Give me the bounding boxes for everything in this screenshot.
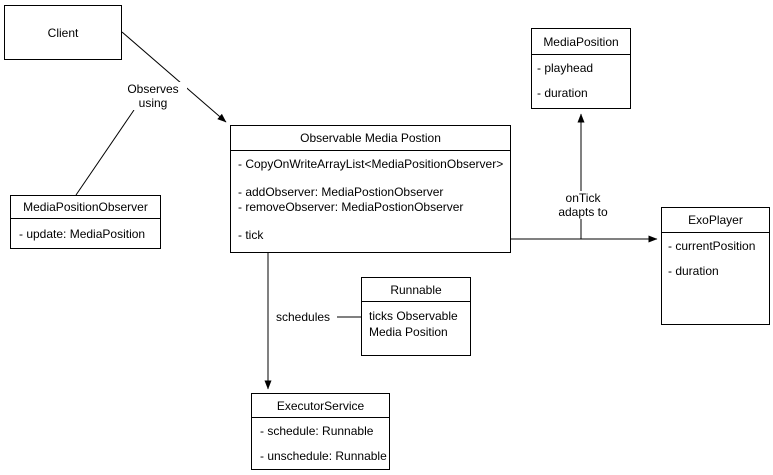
class-attribute-tick: - tick xyxy=(238,228,264,242)
class-box-runnable: Runnable ticks Observable Media Position xyxy=(361,277,471,356)
class-box-executorservice: ExecutorService - schedule: Runnable - u… xyxy=(251,393,390,470)
class-attribute-duration: - duration xyxy=(668,264,719,278)
class-box-client: Client xyxy=(4,5,122,60)
class-attribute-unschedule: - unschedule: Runnable xyxy=(260,449,387,463)
class-title-runnable: Runnable xyxy=(362,278,470,302)
class-attribute-duration: - duration xyxy=(537,86,588,100)
class-attribute-currentposition: - currentPosition xyxy=(668,239,756,253)
class-attribute-copyonwritearraylist: - CopyOnWriteArrayList<MediaPositionObse… xyxy=(238,157,504,171)
edge-label-schedules: schedules xyxy=(274,310,333,324)
class-attribute-removeobserver: - removeObserver: MediaPostionObserver xyxy=(238,200,464,214)
class-body-runnable: ticks Observable Media Position xyxy=(369,309,458,339)
class-attribute-update: - update: MediaPosition xyxy=(19,227,146,241)
class-box-mediaposition: MediaPosition - playhead - duration xyxy=(531,28,631,109)
class-attribute-addobserver: - addObserver: MediaPostionObserver xyxy=(238,185,444,199)
edge-label-ontick-adapts-to: onTick adapts to xyxy=(549,191,617,219)
class-attribute-schedule: - schedule: Runnable xyxy=(260,424,374,438)
class-box-mediapositionobserver: MediaPositionObserver - update: MediaPos… xyxy=(10,195,161,249)
class-title-mediaposition: MediaPosition xyxy=(532,29,630,55)
class-box-observable-media-postion: Observable Media Postion - CopyOnWriteAr… xyxy=(230,125,511,253)
class-title-client: Client xyxy=(47,25,79,40)
class-box-exoplayer: ExoPlayer - currentPosition - duration xyxy=(661,207,770,325)
class-title-mediapositionobserver: MediaPositionObserver xyxy=(11,196,160,219)
arrow-client-to-observable xyxy=(121,31,227,123)
class-title-exoplayer: ExoPlayer xyxy=(662,208,769,233)
line-observes-label-to-mediapositionobserver xyxy=(75,109,135,196)
edge-label-observes-using: Observes using xyxy=(119,82,187,110)
class-attribute-playhead: - playhead xyxy=(537,61,594,75)
class-title-observable-media-postion: Observable Media Postion xyxy=(231,126,510,151)
class-title-executorservice: ExecutorService xyxy=(252,394,389,418)
